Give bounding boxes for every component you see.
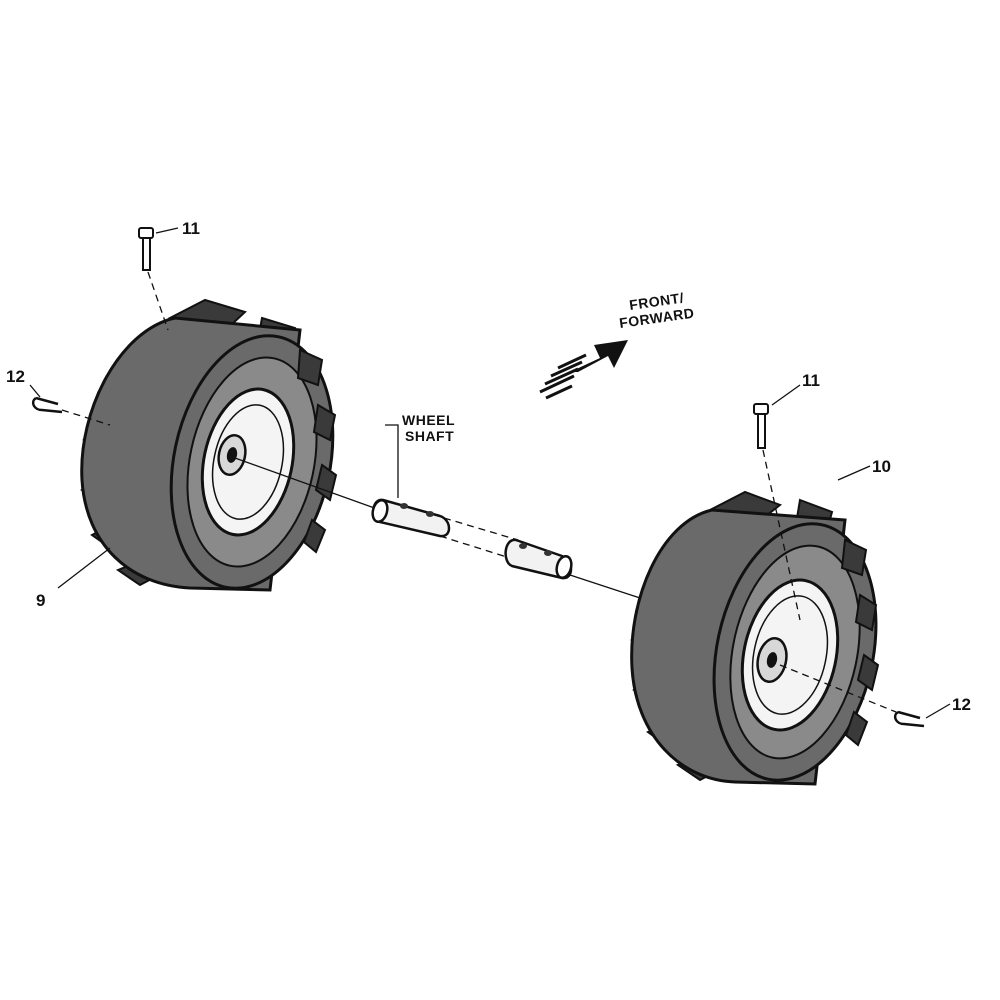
callout-11-left: 11 [182,219,200,238]
forward-arrow-icon [539,340,628,400]
hairpin-clip-icon-right [779,664,925,728]
callout-12-right: 12 [952,695,971,714]
direction-label-line1: FRONT/ [628,289,685,313]
clevis-pin-icon-right [753,403,801,621]
callout-9: 9 [36,591,45,610]
right-tire-wheel-icon [630,490,880,786]
left-tire-wheel-icon [80,298,338,592]
callout-12-left: 12 [6,367,25,386]
clevis-pin-icon-left [138,227,169,331]
wheel-shaft-icon [371,498,573,580]
wheel-shaft-label-line1: WHEEL [402,412,455,428]
hairpin-clip-icon-left [31,396,111,426]
callout-10: 10 [872,457,891,476]
callout-11-right: 11 [802,371,820,390]
wheel-shaft-label-line2: SHAFT [405,428,454,444]
